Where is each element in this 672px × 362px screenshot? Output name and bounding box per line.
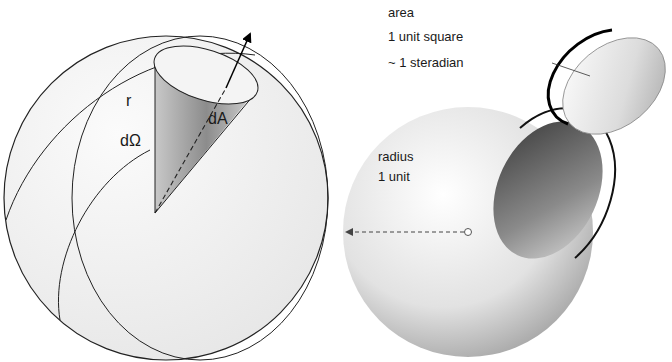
radius-label: radius: [378, 150, 413, 164]
area-element-symbol: dA: [208, 110, 228, 128]
steradian-note: ~ 1 steradian: [388, 56, 464, 70]
area-label: area: [388, 6, 414, 20]
area-value: 1 unit square: [388, 30, 463, 44]
radius-value: 1 unit: [378, 170, 410, 184]
unit-sphere-left: [4, 34, 328, 360]
leader-line: [552, 63, 590, 76]
unit-area-disc: [544, 18, 672, 154]
radius-symbol: r: [126, 92, 131, 110]
unit-sphere-right: [343, 104, 624, 357]
solid-angle-symbol: dΩ: [120, 132, 141, 150]
